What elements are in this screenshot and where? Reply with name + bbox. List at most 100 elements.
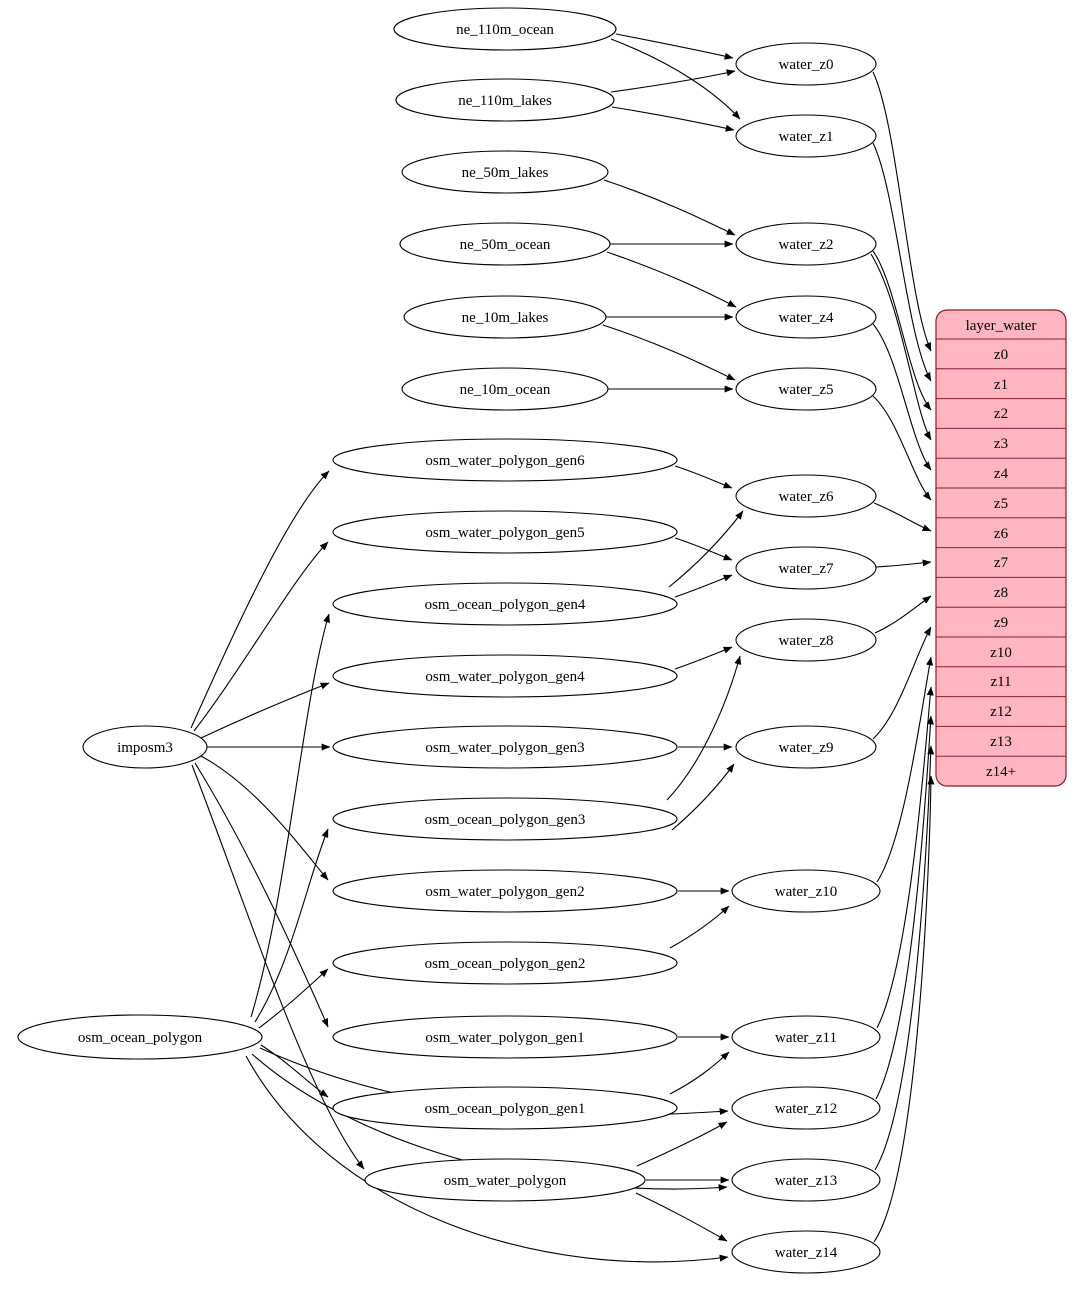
water-z14-label: water_z14 <box>775 1245 838 1261</box>
water-z7-label: water_z7 <box>779 561 834 577</box>
edge-ne_110m_lakes-water_z0 <box>610 69 736 93</box>
layer-water-table: layer_water z0 z1 z2 z3 z4 z5 z6 z7 z8 z… <box>935 309 1067 787</box>
node-water-z14: water_z14 <box>731 1230 881 1274</box>
osm-ocean-polygon-gen1-label: osm_ocean_polygon_gen1 <box>425 1101 586 1117</box>
node-water-z12: water_z12 <box>731 1086 881 1130</box>
edge-ne_50m_lakes-water_z2 <box>603 179 736 236</box>
edge-ne_110m_lakes-water_z1 <box>611 106 735 132</box>
osm-water-polygon-ellipse <box>364 1158 646 1202</box>
edge-osm_ocean_polygon_gen1-water_z11 <box>669 1051 730 1095</box>
edge-water_z10-z10 <box>876 656 933 883</box>
water-z13-ellipse <box>731 1158 881 1202</box>
table-row-z8: z8 <box>994 585 1008 601</box>
node-water-z5: water_z5 <box>735 367 877 411</box>
edge-imposm3-osm_water_polygon_gen4 <box>200 682 330 739</box>
osm-water-polygon-gen2-label: osm_water_polygon_gen2 <box>425 884 584 900</box>
water-z2-ellipse <box>735 222 877 266</box>
node-osm-water-polygon-gen3: osm_water_polygon_gen3 <box>332 725 678 769</box>
water-z1-ellipse <box>735 114 877 158</box>
edge-ne_110m_ocean-water_z1 <box>610 38 741 120</box>
table-row-z11: z11 <box>990 674 1011 690</box>
edge-water_z11-z11 <box>876 686 934 1029</box>
edge-osm_water_polygon_gen4-water_z8 <box>674 646 733 670</box>
water-z8-label: water_z8 <box>779 633 834 649</box>
ne-50m-ocean-ellipse <box>399 222 611 266</box>
edge-ne_110m_ocean-water_z0 <box>615 33 734 60</box>
osm-water-polygon-gen1-label: osm_water_polygon_gen1 <box>425 1030 584 1046</box>
table-row-z12: z12 <box>990 704 1012 720</box>
node-water-z7: water_z7 <box>735 546 877 590</box>
osm-water-polygon-gen4-label: osm_water_polygon_gen4 <box>425 669 585 685</box>
node-ne-10m-lakes: ne_10m_lakes <box>403 295 607 339</box>
edge-osm_ocean_polygon_gen3-water_z8 <box>666 655 742 801</box>
node-water-z13: water_z13 <box>731 1158 881 1202</box>
node-osm-water-polygon-gen4: osm_water_polygon_gen4 <box>332 654 678 698</box>
imposm3-ellipse <box>82 725 208 769</box>
node-water-z0: water_z0 <box>735 42 877 86</box>
osm-ocean-polygon-label: osm_ocean_polygon <box>78 1030 203 1046</box>
table-row-z2: z2 <box>994 406 1008 422</box>
water-z4-label: water_z4 <box>779 310 834 326</box>
edge-osm_ocean_polygon-osm_ocean_polygon_gen4 <box>250 613 330 1018</box>
osm-water-polygon-gen4-ellipse <box>332 654 678 698</box>
water-z2-label: water_z2 <box>779 237 834 253</box>
node-water-z1: water_z1 <box>735 114 877 158</box>
node-osm-water-polygon-gen1: osm_water_polygon_gen1 <box>332 1015 678 1059</box>
edge-imposm3-osm_water_polygon_gen1 <box>194 762 329 1028</box>
ne-50m-ocean-label: ne_50m_ocean <box>460 237 551 253</box>
water-z0-ellipse <box>735 42 877 86</box>
water-z5-label: water_z5 <box>779 382 834 398</box>
node-water-z9: water_z9 <box>735 725 877 769</box>
node-osm-water-polygon: osm_water_polygon <box>364 1158 646 1202</box>
water-z11-label: water_z11 <box>775 1030 837 1046</box>
node-ne-110m-lakes: ne_110m_lakes <box>395 78 615 122</box>
osm-ocean-polygon-gen4-label: osm_ocean_polygon_gen4 <box>425 597 586 613</box>
node-osm-ocean-polygon-gen4: osm_ocean_polygon_gen4 <box>332 582 678 626</box>
edge-water_z2-z2 <box>872 250 932 411</box>
table-row-z3: z3 <box>994 436 1008 452</box>
osm-water-polygon-gen5-ellipse <box>332 510 678 554</box>
ne-10m-lakes-ellipse <box>403 295 607 339</box>
osm-ocean-polygon-gen2-ellipse <box>332 941 678 985</box>
edge-water_z12-z12 <box>875 715 934 1100</box>
water-z12-ellipse <box>731 1086 881 1130</box>
osm-water-polygon-gen6-ellipse <box>332 438 678 482</box>
table-row-z10: z10 <box>990 645 1012 661</box>
osm-ocean-polygon-gen3-label: osm_ocean_polygon_gen3 <box>425 812 586 828</box>
edge-ne_10m_lakes-water_z5 <box>602 324 736 381</box>
osm-water-polygon-gen3-label: osm_water_polygon_gen3 <box>425 740 584 756</box>
node-ne-50m-lakes: ne_50m_lakes <box>401 150 609 194</box>
edge-water_z6-z6 <box>873 502 932 532</box>
osm-ocean-polygon-gen3-ellipse <box>332 797 678 841</box>
node-water-z11: water_z11 <box>731 1015 881 1059</box>
edge-osm_ocean_polygon_gen4-water_z6 <box>668 510 744 588</box>
edge-water_z0-z0 <box>872 71 932 352</box>
osm-ocean-polygon-gen4-ellipse <box>332 582 678 626</box>
osm-ocean-polygon-gen1-ellipse <box>332 1086 678 1130</box>
water-z0-label: water_z0 <box>779 57 834 73</box>
water-z12-label: water_z12 <box>775 1101 837 1117</box>
edge-osm_ocean_polygon_gen2-water_z10 <box>669 905 730 949</box>
ne-10m-ocean-label: ne_10m_ocean <box>460 382 551 398</box>
table-row-z1: z1 <box>994 377 1008 393</box>
table-row-z9: z9 <box>994 615 1008 631</box>
edge-osm_water_polygon_gen6-water_z6 <box>674 465 733 489</box>
table-row-z7: z7 <box>994 555 1009 571</box>
ne-110m-ocean-ellipse <box>393 7 617 51</box>
water-z10-ellipse <box>731 869 881 913</box>
edge-osm_water_polygon-water_z14 <box>635 1192 728 1242</box>
ne-110m-lakes-ellipse <box>395 78 615 122</box>
node-water-z8: water_z8 <box>735 618 877 662</box>
osm-water-polygon-gen2-ellipse <box>332 869 678 913</box>
edge-imposm3-osm_water_polygon_gen5 <box>193 541 329 732</box>
water-z9-ellipse <box>735 725 877 769</box>
node-water-z4: water_z4 <box>735 295 877 339</box>
water-z6-ellipse <box>735 474 877 518</box>
osm-water-polygon-gen5-label: osm_water_polygon_gen5 <box>425 525 584 541</box>
edge-osm_ocean_polygon-osm_ocean_polygon_gen1 <box>260 1044 329 1098</box>
edge-imposm3-osm_water_polygon_gen6 <box>190 470 330 729</box>
edge-imposm3-osm_water_polygon_gen2 <box>200 755 329 881</box>
node-osm-ocean-polygon-gen3: osm_ocean_polygon_gen3 <box>332 797 678 841</box>
